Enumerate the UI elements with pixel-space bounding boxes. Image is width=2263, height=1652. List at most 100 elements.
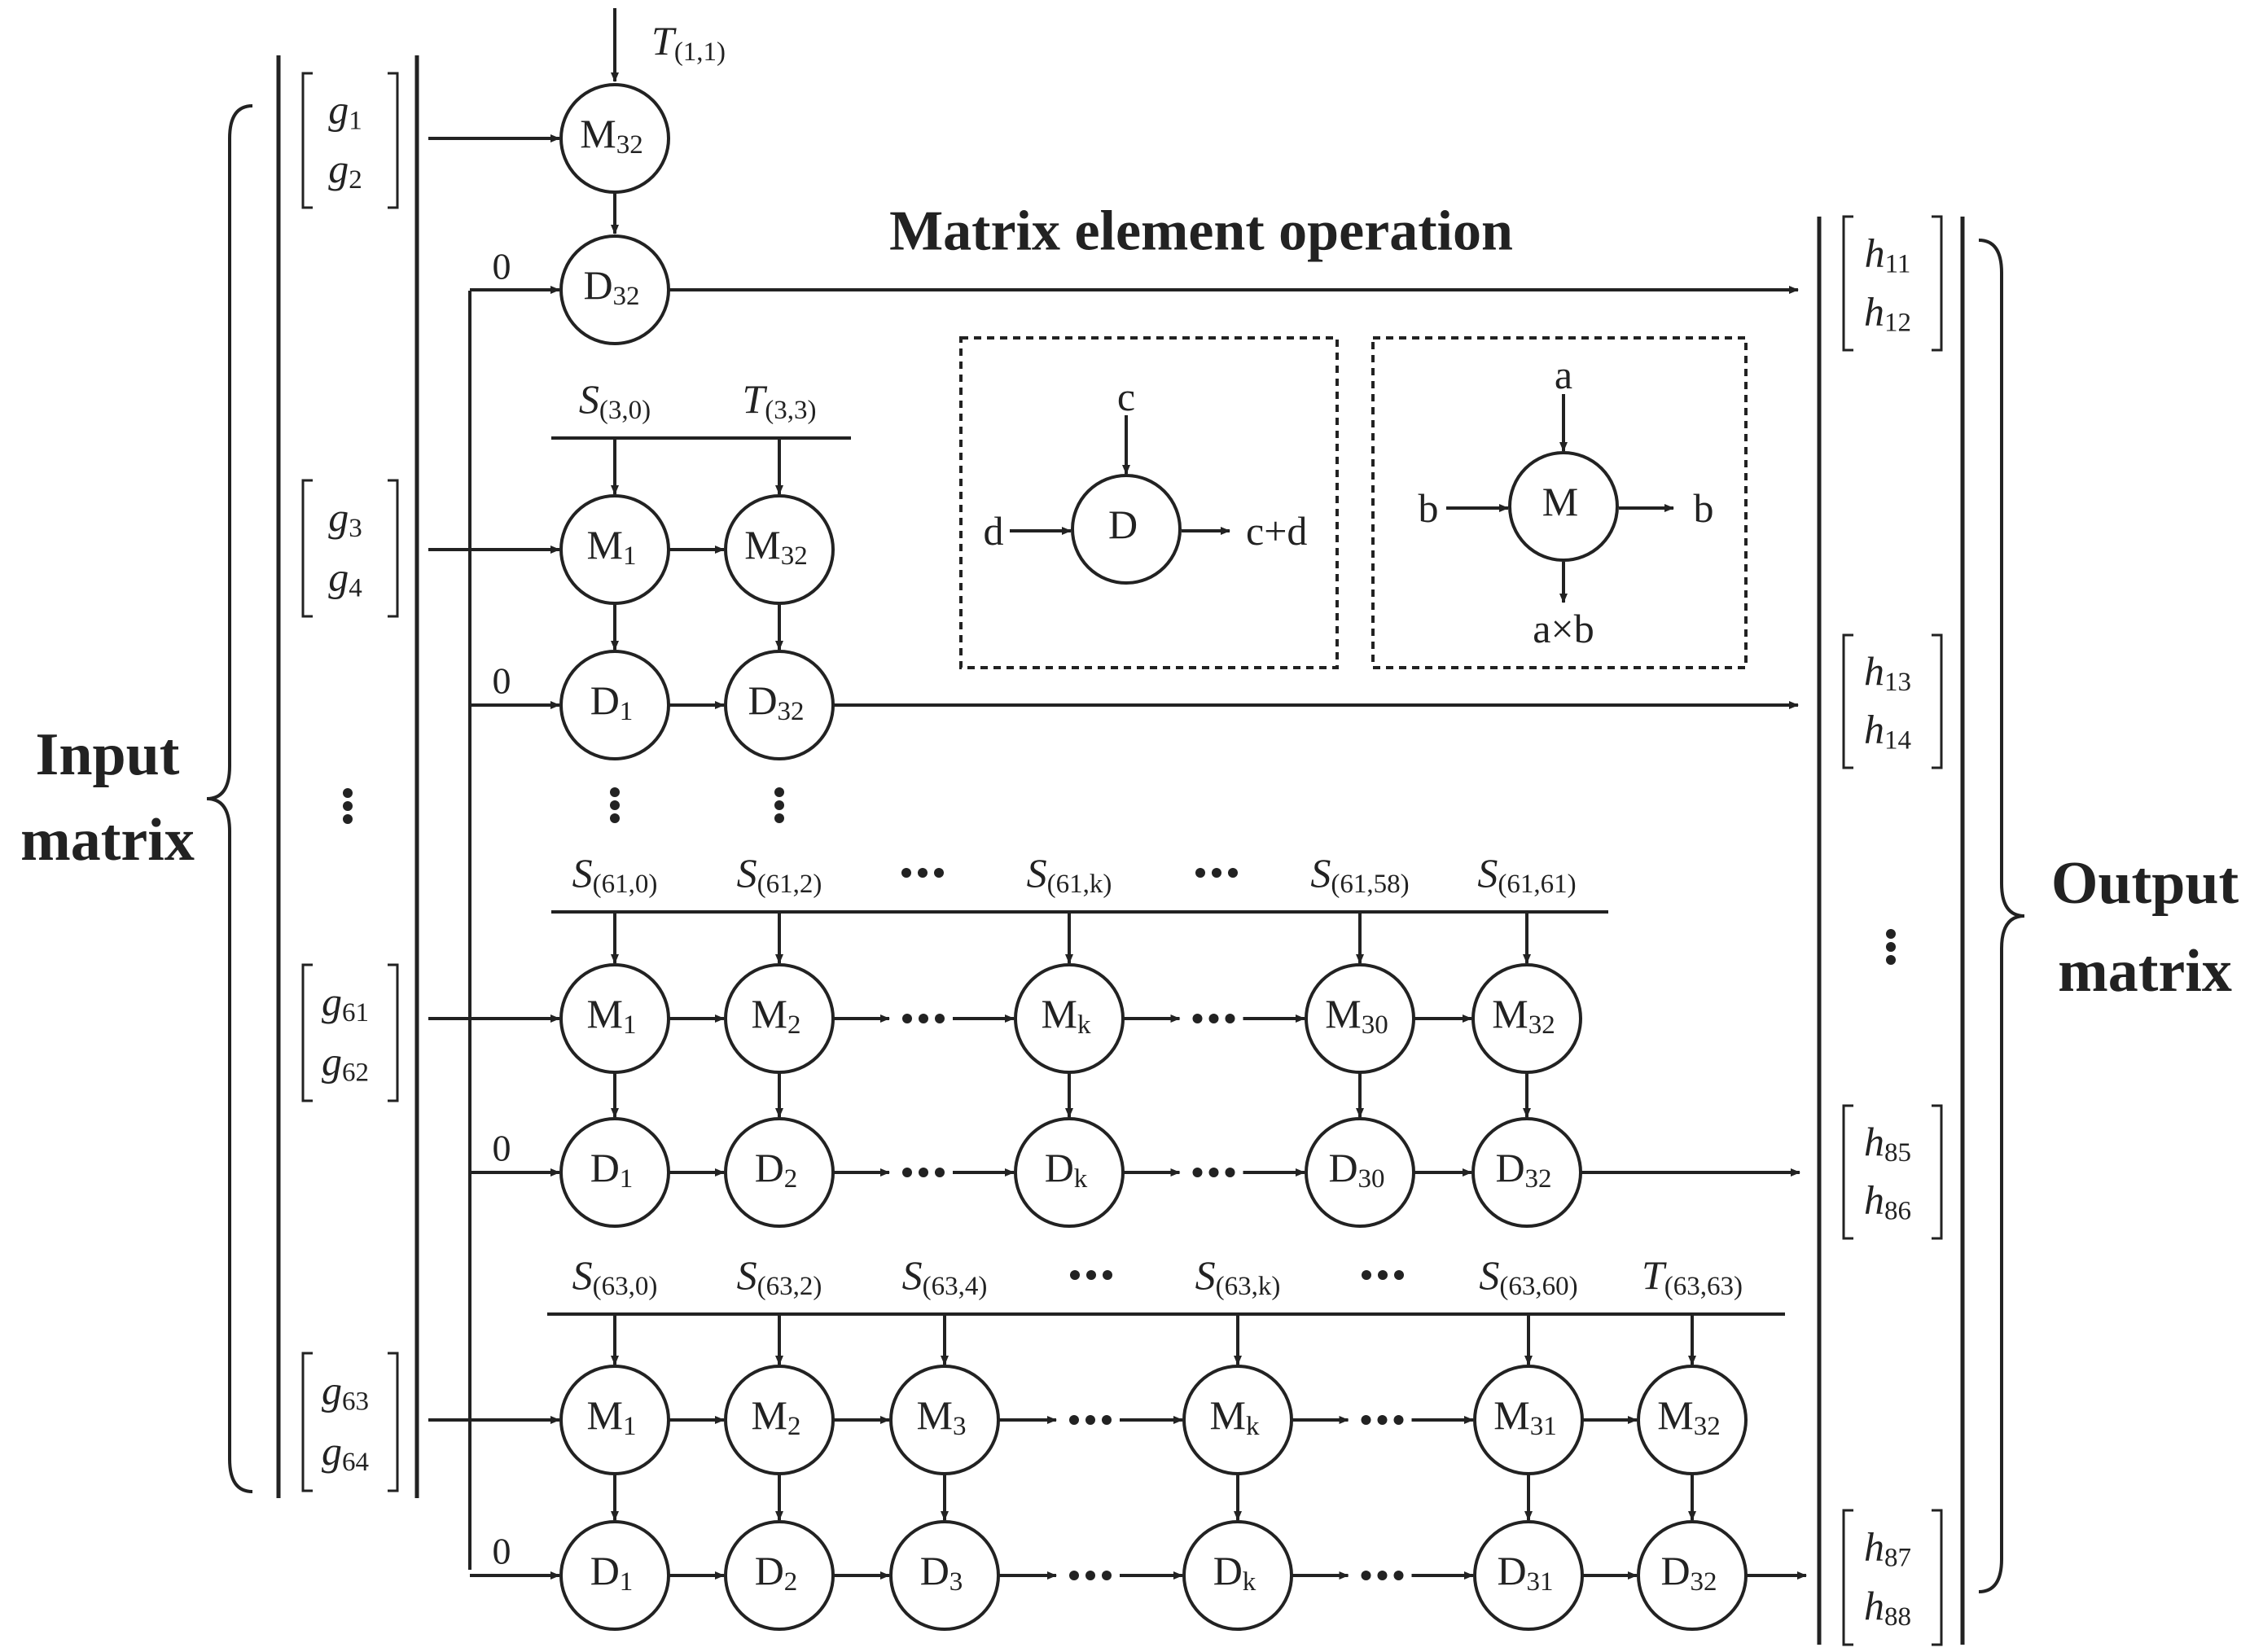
input-vector-bracket-right: [388, 72, 399, 209]
coefficient-label: S(3,0): [579, 376, 651, 425]
ellipsis-dot: [1378, 1270, 1388, 1280]
ellipsis-dot: [774, 800, 784, 810]
m-node-label: M32: [1492, 991, 1555, 1040]
coefficient-label: S(63,4): [902, 1252, 988, 1301]
input-vector-entry: g2: [328, 146, 362, 195]
ellipsis-dot: [1208, 1014, 1219, 1023]
m-node-label: M30: [1325, 991, 1388, 1040]
coefficient-label: T(63,63): [1642, 1252, 1743, 1301]
ellipsis-dot: [1377, 1571, 1388, 1580]
output-vector-entry: h13: [1864, 648, 1911, 697]
legend-d-box: [959, 336, 1339, 669]
ellipsis-dot: [1102, 1415, 1112, 1425]
ellipsis-dot: [1085, 1571, 1095, 1580]
d-node-label: Dk: [1045, 1145, 1088, 1194]
m-node-label: Mk: [1210, 1392, 1260, 1441]
m-node-label: Mk: [1042, 991, 1091, 1040]
legend-m-node-label: M: [1542, 479, 1578, 524]
d-node-label: D2: [755, 1548, 798, 1597]
input-vector-entry: g61: [322, 979, 369, 1028]
ellipsis-dot: [343, 814, 353, 824]
ellipsis-dot: [902, 1168, 912, 1177]
ellipsis-dot: [1393, 1571, 1404, 1580]
ellipsis-dot: [1377, 1415, 1388, 1425]
ellipsis: [1361, 1571, 1404, 1580]
d-node-label: D1: [590, 1145, 634, 1194]
d-node-label: D32: [583, 262, 639, 311]
legend-m-node: [1508, 451, 1619, 562]
m-node-label: M3: [917, 1392, 967, 1441]
ellipsis-dot: [1069, 1415, 1079, 1425]
zero-label: 0: [493, 1531, 511, 1572]
ellipsis-dot: [1886, 929, 1896, 939]
m-node-label: M32: [580, 111, 642, 160]
output-matrix-label: matrix: [2058, 938, 2232, 1005]
ellipsis-dot: [1192, 1168, 1203, 1177]
output-vector-bracket-right: [1932, 633, 1943, 769]
ellipsis-dot: [1361, 1571, 1371, 1580]
zero-label: 0: [493, 660, 511, 702]
output-vertical-ellipsis: [1886, 929, 1896, 965]
ellipsis-dot: [1085, 1415, 1095, 1425]
ellipsis-dot: [918, 868, 928, 878]
output-vector-entry: h12: [1864, 288, 1911, 337]
ellipsis-dot: [343, 801, 353, 811]
ellipsis: [1192, 1014, 1235, 1023]
ellipsis-dot: [610, 800, 620, 810]
coefficient-ellipsis: [1070, 1270, 1112, 1280]
coefficient-ellipsis: [1195, 868, 1238, 878]
d-node-label: D2: [755, 1145, 798, 1194]
input-vector-entry: g63: [322, 1368, 369, 1417]
ellipsis: [902, 1168, 945, 1177]
output-vector-entry: h87: [1864, 1524, 1911, 1573]
input-vector-bracket-left: [301, 1352, 313, 1492]
d-node-label: D1: [590, 677, 634, 726]
input-vector-entry: g62: [322, 1039, 369, 1088]
ellipsis-dot: [774, 813, 784, 823]
output-vector-bracket-right: [1932, 1104, 1943, 1240]
input-vector-bracket-right: [388, 963, 399, 1102]
ellipsis-dot: [1102, 1571, 1112, 1580]
output-vector-entry: h11: [1865, 230, 1911, 278]
ellipsis-dot: [1195, 868, 1205, 878]
d-node-label: D32: [1660, 1548, 1717, 1597]
coefficient-ellipsis: [1362, 1270, 1404, 1280]
output-vector-bracket-right: [1932, 215, 1943, 352]
legend-d-right-label: c+d: [1246, 508, 1307, 554]
ellipsis-dot: [1086, 1270, 1096, 1280]
ellipsis-dot: [1361, 1415, 1371, 1425]
m-node-label: M1: [587, 522, 637, 571]
ellipsis-dot: [901, 868, 911, 878]
coefficient-label: S(61,58): [1310, 850, 1409, 899]
output-vector-entry: h85: [1864, 1119, 1911, 1168]
ellipsis-dot: [1393, 1415, 1404, 1425]
ellipsis-dot: [1069, 1571, 1079, 1580]
d-node-label: D32: [1495, 1145, 1551, 1194]
d-node-label: D31: [1497, 1548, 1553, 1597]
legend-m-bottom-label: a×b: [1533, 606, 1594, 651]
m-node-label: M2: [752, 991, 801, 1040]
d-node-label: Dk: [1213, 1548, 1256, 1597]
input-vector-bracket-left: [301, 963, 313, 1102]
ellipsis-dot: [610, 787, 620, 797]
ellipsis-dot: [1362, 1270, 1371, 1280]
ellipsis-dot: [1886, 942, 1896, 952]
output-vector-bracket-left: [1842, 633, 1853, 769]
coefficient-label: S(63,2): [737, 1252, 822, 1301]
ellipsis-dot: [774, 787, 784, 797]
d-node-label: D3: [920, 1548, 963, 1597]
ellipsis-dot: [1394, 1270, 1404, 1280]
top-input-label: T(1,1): [651, 18, 726, 67]
input-vector-entry: g1: [328, 87, 362, 136]
output-vector-bracket-left: [1842, 1509, 1853, 1646]
m-node-label: M32: [744, 522, 807, 571]
m-node-label: M32: [1657, 1392, 1720, 1441]
input-vector-bracket-left: [301, 479, 313, 618]
input-vector-entry: g64: [322, 1428, 369, 1477]
coefficient-label: S(63,0): [572, 1252, 658, 1301]
input-vector-entry: g3: [328, 494, 362, 543]
output-curly-brace: [1978, 239, 2025, 1593]
output-vector-entry: h88: [1864, 1583, 1911, 1632]
zero-label: 0: [493, 1128, 511, 1169]
